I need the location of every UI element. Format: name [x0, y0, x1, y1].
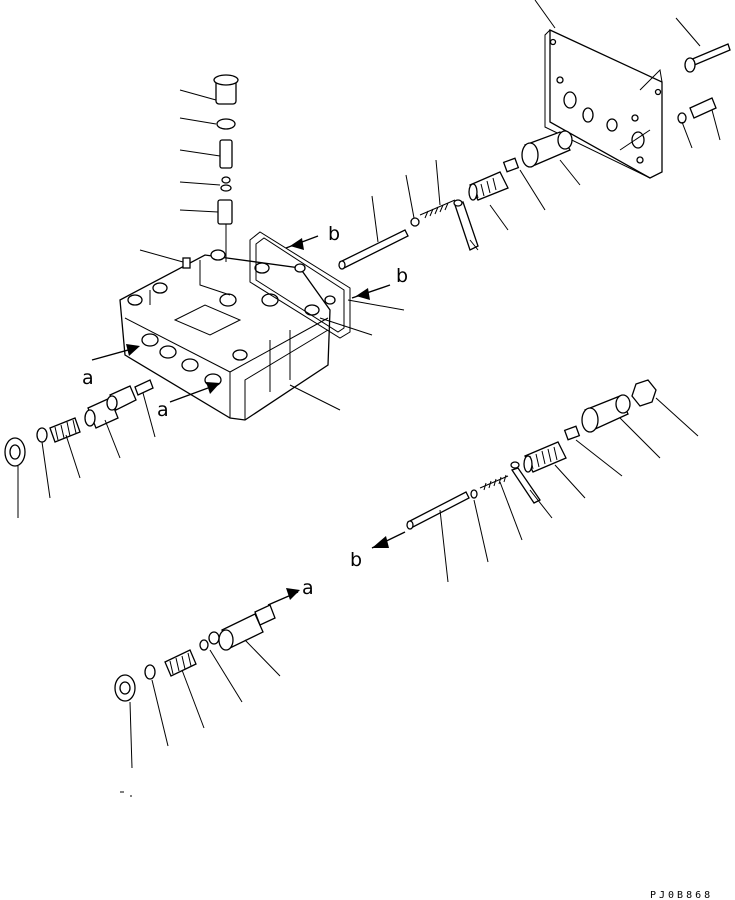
leader-lines-lower — [129, 639, 281, 769]
leader-lines-left — [17, 392, 156, 518]
label-b-top: b — [328, 223, 340, 245]
leader-lines-top — [139, 89, 221, 263]
label-a-left: a — [82, 367, 94, 389]
gasket — [249, 231, 351, 339]
label-a-body: a — [157, 399, 169, 421]
leader-lines-upper-right — [289, 0, 721, 411]
label-b-lower: b — [350, 549, 362, 571]
valve-body — [119, 249, 331, 421]
left-spool-assembly — [4, 379, 154, 467]
plate-bolts — [677, 43, 731, 124]
label-a-lower: a — [302, 577, 314, 599]
lower-spool-assembly — [114, 604, 276, 702]
middle-spool-assembly — [406, 379, 657, 530]
flow-arrows — [91, 235, 406, 606]
upper-spool-assembly — [338, 130, 573, 270]
cover-plate — [544, 28, 663, 179]
drawing-code: PJ0B868 — [650, 890, 713, 900]
top-plug-stack — [182, 74, 239, 269]
stray-marks — [120, 791, 132, 797]
label-b-right: b — [396, 265, 408, 287]
leader-lines-middle — [439, 397, 699, 583]
